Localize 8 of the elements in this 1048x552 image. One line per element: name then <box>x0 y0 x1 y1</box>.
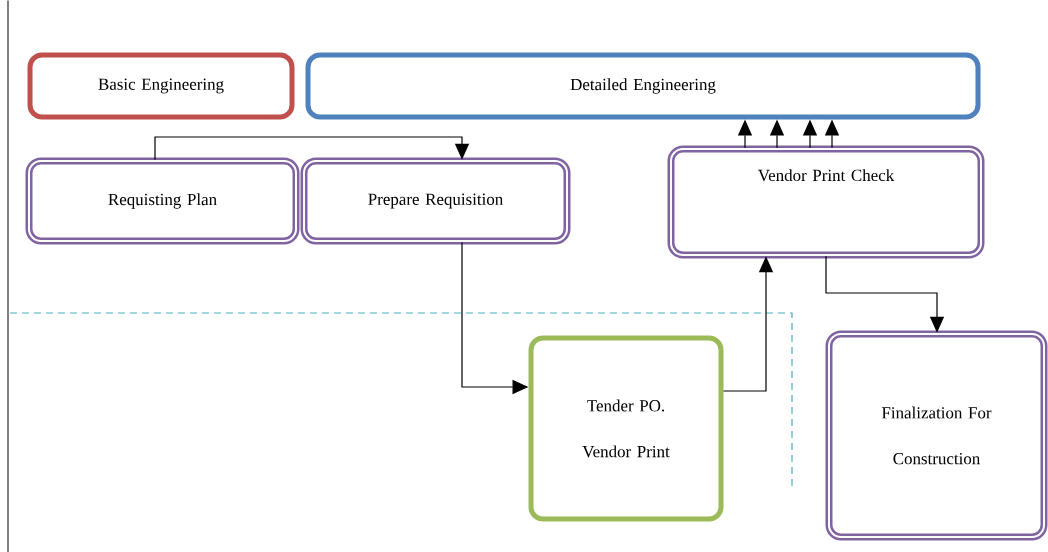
process-box: Basic Engineering <box>27 52 295 120</box>
arrow <box>154 136 470 161</box>
process-box: Finalization For Construction <box>825 330 1048 541</box>
process-box: Tender PO. Vendor Print <box>528 335 724 522</box>
process-box: Requisting Plan <box>25 157 300 245</box>
process-box: Detailed Engineering <box>305 52 981 120</box>
process-box: Vendor Print Check <box>667 145 985 259</box>
process-box: Prepare Requisition <box>300 157 571 245</box>
